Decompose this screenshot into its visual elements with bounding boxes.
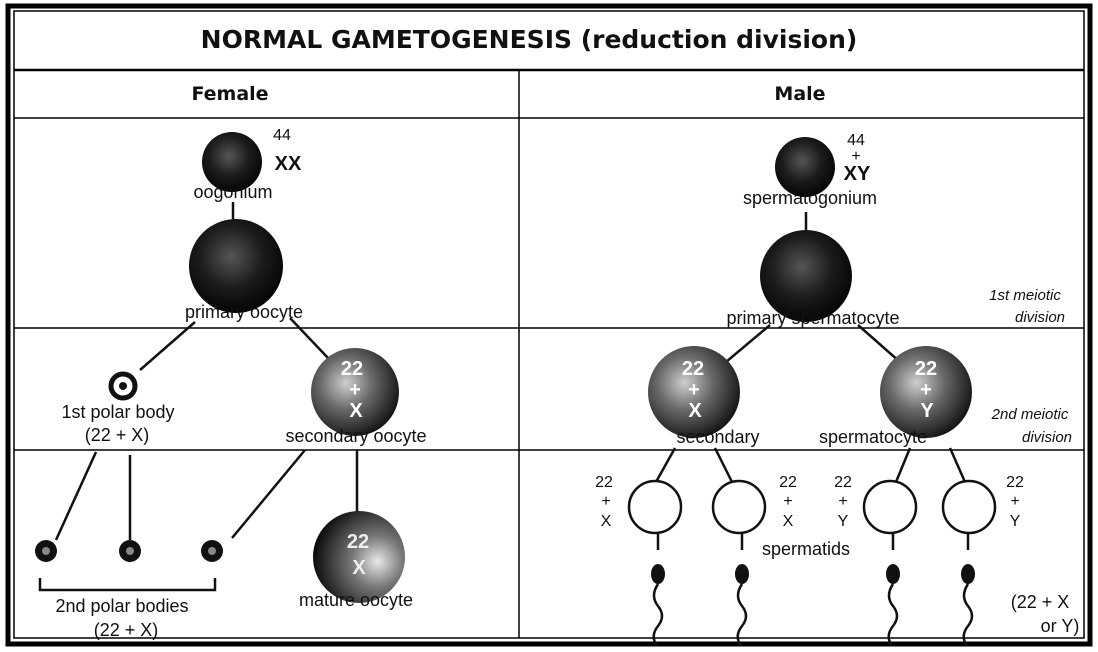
second-polar-body-3	[201, 540, 223, 562]
spermatid-4	[943, 481, 995, 533]
oogonium-sex: XX	[275, 153, 302, 175]
spermatid-1-p: +	[601, 493, 610, 510]
secondary-spermatocyte-2-chr-mid: +	[920, 379, 932, 401]
female-header: Female	[191, 83, 268, 105]
second-polar-bodies-formula: (22 + X)	[94, 620, 159, 640]
second-polar-bodies-label: 2nd polar bodies	[55, 596, 188, 616]
spermatid-2	[713, 481, 765, 533]
spermatid-3-s: Y	[838, 513, 849, 530]
first-polar-body-formula: (22 + X)	[85, 425, 150, 445]
mature-oocyte-label: mature oocyte	[299, 590, 413, 610]
first-polar-body-label: 1st polar body	[61, 402, 174, 422]
secondary-spermatocyte-2-chr-bot: Y	[920, 400, 934, 422]
male-header: Male	[774, 83, 825, 105]
page-title: NORMAL GAMETOGENESIS (reduction division…	[201, 25, 858, 54]
sperm-3	[886, 564, 900, 646]
spermatogonium-label: spermatogonium	[743, 188, 877, 208]
outer-frame	[8, 6, 1090, 644]
oogonium-count: 44	[273, 127, 291, 144]
second-polar-body-2	[119, 540, 141, 562]
spermatogonium-sex: XY	[844, 163, 871, 185]
spermatid-1	[629, 481, 681, 533]
sperm-formula-b: or Y)	[1041, 616, 1080, 636]
spermatid-3-n: 22	[834, 474, 852, 491]
first-meiotic-label-b: division	[1015, 309, 1065, 326]
spermatid-4-p: +	[1010, 493, 1019, 510]
spermatid-4-s: Y	[1010, 513, 1021, 530]
spermatid-2-s: X	[783, 513, 794, 530]
secondary-spermatocyte-1-chr-top: 22	[682, 358, 704, 380]
spermatids-label: spermatids	[762, 539, 850, 559]
spermatid-1-s: X	[601, 513, 612, 530]
spermatogonium-count: 44	[847, 132, 865, 149]
secondary-label-a: secondary	[676, 427, 759, 447]
first-polar-body	[111, 374, 135, 398]
mature-oocyte-chr-bot: X	[352, 557, 366, 579]
secondary-spermatocyte-1-chr-bot: X	[688, 400, 702, 422]
second-meiotic-label-b: division	[1022, 429, 1072, 446]
second-meiotic-label-a: 2nd meiotic	[991, 406, 1069, 423]
spermatid-2-n: 22	[779, 474, 797, 491]
oogonium-label: oogonium	[193, 182, 272, 202]
inner-frame	[14, 11, 1084, 638]
secondary-label-b: spermatocyte	[819, 427, 927, 447]
sperm-1	[651, 564, 665, 646]
secondary-spermatocyte-1-chr-mid: +	[688, 379, 700, 401]
secondary-oocyte-chr-top: 22	[341, 358, 363, 380]
spermatid-3	[864, 481, 916, 533]
first-meiotic-label-a: 1st meiotic	[989, 287, 1061, 304]
secondary-oocyte-chr-bot: X	[349, 400, 363, 422]
sperm-formula-a: (22 + X	[1011, 592, 1070, 612]
spermatid-1-n: 22	[595, 474, 613, 491]
second-polar-body-1	[35, 540, 57, 562]
spermatid-3-p: +	[838, 493, 847, 510]
secondary-oocyte-chr-mid: +	[349, 379, 361, 401]
primary-spermatocyte-label: primary spermatocyte	[726, 308, 899, 328]
secondary-oocyte-label: secondary oocyte	[285, 426, 426, 446]
spermatid-2-p: +	[783, 493, 792, 510]
mature-oocyte-chr-top: 22	[347, 531, 369, 553]
primary-oocyte-label: primary oocyte	[185, 302, 303, 322]
primary-oocyte-cell	[189, 219, 283, 313]
spermatid-4-n: 22	[1006, 474, 1024, 491]
secondary-spermatocyte-2-chr-top: 22	[915, 358, 937, 380]
sperm-4	[961, 564, 975, 646]
sperm-2	[735, 564, 749, 646]
